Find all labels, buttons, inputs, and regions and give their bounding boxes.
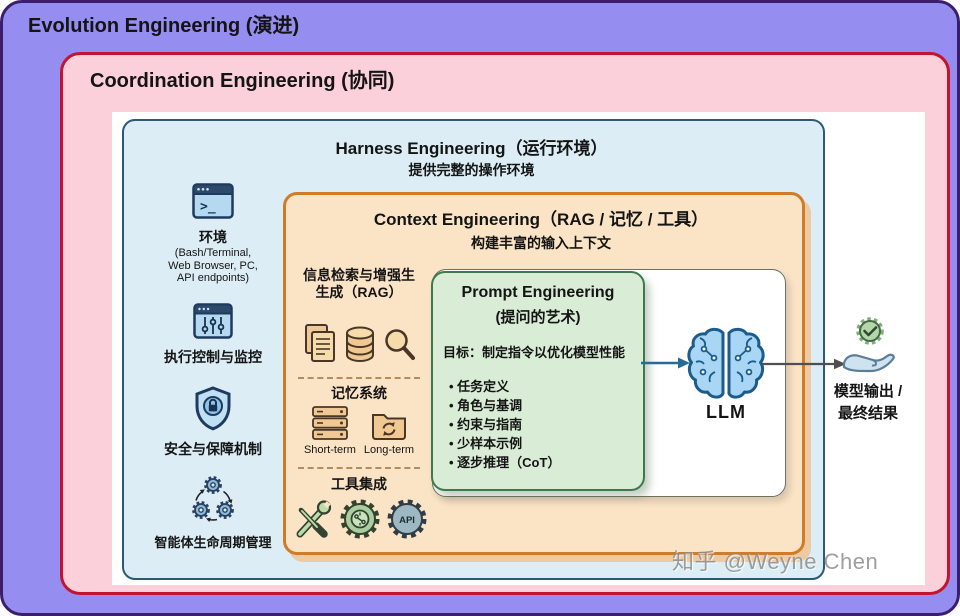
magnifier-icon bbox=[384, 329, 415, 360]
watermark: 知乎 @Weyne Chen bbox=[672, 549, 879, 574]
memory-short-label: Short-term bbox=[303, 444, 356, 456]
prompt-bullet: 约束与指南 bbox=[449, 415, 560, 434]
prompt-goal: 目标：制定指令以优化模型性能 bbox=[443, 345, 626, 360]
database-icon bbox=[345, 326, 374, 363]
svg-text:>_: >_ bbox=[200, 200, 216, 215]
sync-folder-icon bbox=[371, 414, 406, 440]
gear-circuit-icon bbox=[340, 499, 380, 539]
api-gear-label: API bbox=[399, 515, 415, 526]
llm-to-output-arrow bbox=[762, 358, 846, 370]
prompt-layer: Prompt Engineering (提问的艺术) 目标：制定指令以优化模型性… bbox=[431, 271, 645, 491]
output-label: 模型输出 / 最终结果 bbox=[833, 383, 903, 422]
prompt-bullet: 逐步推理（CoT） bbox=[449, 453, 560, 472]
context-memory-icons: Short-term Long-term bbox=[288, 405, 430, 456]
context-subtitle: 构建丰富的输入上下文 bbox=[471, 235, 611, 251]
output-result-icon bbox=[842, 317, 895, 373]
context-title: Context Engineering（RAG / 记忆 / 工具） bbox=[373, 210, 709, 229]
llm-label: LLM bbox=[706, 402, 746, 422]
harness-item-lifecycle: 智能体生命周期管理 bbox=[137, 474, 289, 551]
harness-item-label: 执行控制与监控 bbox=[164, 349, 262, 365]
documents-icon bbox=[304, 324, 335, 362]
server-stack-icon bbox=[312, 406, 348, 440]
terminal-window-icon: >_ bbox=[192, 183, 234, 219]
section-divider bbox=[298, 467, 420, 469]
harness-item-control: 执行控制与监控 bbox=[137, 303, 289, 367]
memory-long-term: Long-term bbox=[364, 408, 414, 456]
brain-icon bbox=[687, 327, 765, 399]
harness-item-label: 智能体生命周期管理 bbox=[154, 535, 272, 550]
context-rag-icons bbox=[288, 321, 430, 363]
prompt-bullet: 任务定义 bbox=[449, 377, 560, 396]
memory-short-term: Short-term bbox=[304, 405, 356, 456]
prompt-bullet-list: 任务定义 角色与基调 约束与指南 少样本示例 逐步推理（CoT） bbox=[449, 377, 560, 472]
prompt-subtitle: (提问的艺术) bbox=[495, 309, 581, 326]
memory-long-label: Long-term bbox=[363, 444, 415, 456]
harness-item-detail: Web Browser, PC, bbox=[168, 259, 258, 272]
context-rag-title: 信息检索与增强生 生成（RAG） bbox=[303, 267, 415, 300]
gears-cycle-icon bbox=[192, 476, 234, 522]
harness-item-security: 安全与保障机制 bbox=[137, 386, 289, 459]
harness-subtitle: 提供完整的操作环境 bbox=[408, 162, 535, 178]
harness-title: Harness Engineering（运行环境） bbox=[335, 139, 608, 158]
evolution-title: Evolution Engineering (演进) bbox=[28, 15, 300, 37]
context-memory-title: 记忆系统 bbox=[331, 385, 387, 401]
tools-icon bbox=[296, 500, 332, 538]
harness-item-environment: >_ 环境 (Bash/Terminal, Web Browser, PC, A… bbox=[137, 183, 289, 285]
harness-item-detail: (Bash/Terminal, bbox=[174, 247, 252, 259]
prompt-bullet: 角色与基调 bbox=[449, 396, 560, 415]
prompt-bullet: 少样本示例 bbox=[449, 434, 560, 453]
shield-lock-icon bbox=[195, 386, 231, 431]
coordination-title: Coordination Engineering (协同) bbox=[90, 70, 395, 92]
context-tools-icons: API bbox=[288, 497, 430, 541]
context-tools-title: 工具集成 bbox=[331, 476, 387, 492]
harness-item-label: 安全与保障机制 bbox=[164, 441, 262, 457]
harness-item-label: 环境 bbox=[199, 229, 227, 245]
api-gear-icon: API bbox=[387, 499, 427, 539]
control-sliders-icon bbox=[193, 303, 233, 339]
prompt-title: Prompt Engineering bbox=[461, 284, 615, 301]
section-divider bbox=[298, 377, 420, 379]
harness-item-detail: API endpoints) bbox=[176, 272, 250, 284]
prompt-to-llm-arrow bbox=[641, 357, 690, 369]
